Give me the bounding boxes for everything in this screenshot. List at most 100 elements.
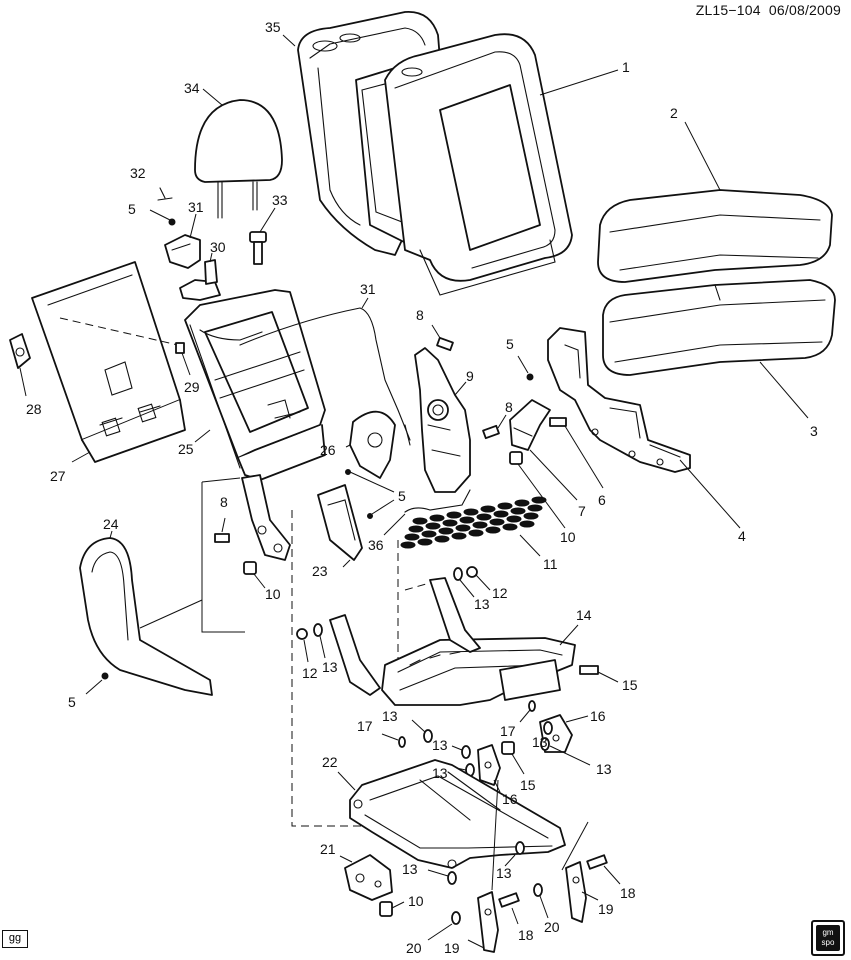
- spring-loop: [434, 535, 450, 543]
- leader-29: [181, 352, 191, 376]
- callout-32: 32: [130, 165, 146, 181]
- washer-13a: [453, 567, 463, 581]
- bolt-12a: [466, 566, 478, 578]
- spring-loop: [510, 507, 526, 515]
- washer-13f: [543, 721, 553, 735]
- logo-line2: spo: [821, 938, 835, 947]
- callout-26: 26: [320, 442, 336, 458]
- logo-line1: gm: [822, 928, 834, 937]
- ref-line-d: [291, 510, 380, 827]
- callout-28: 28: [26, 401, 42, 417]
- leader-10c: [391, 901, 405, 909]
- leader-15b: [511, 753, 525, 775]
- callout-13: 13: [596, 761, 612, 777]
- callout-17: 17: [357, 718, 373, 734]
- leader-13d: [451, 745, 463, 751]
- bolt-12b: [296, 628, 308, 640]
- ref-line-a: [201, 477, 241, 483]
- bolt-10b: [243, 561, 257, 575]
- washer-13c: [423, 729, 433, 743]
- ref-line-c: [139, 599, 203, 629]
- spring-loop: [404, 533, 420, 541]
- leader-17a: [381, 733, 399, 741]
- callout-5: 5: [506, 336, 514, 352]
- base-frame-22: [349, 759, 566, 869]
- callout-2: 2: [670, 105, 678, 121]
- leader-20b: [539, 895, 549, 919]
- leader-16a: [565, 715, 589, 723]
- pin-17a: [398, 736, 406, 748]
- leader-10a: [517, 463, 566, 529]
- leader-21: [339, 855, 353, 863]
- callout-17: 17: [500, 723, 516, 739]
- callout-10: 10: [265, 586, 281, 602]
- callout-24: 24: [103, 516, 119, 532]
- callout-6: 6: [598, 492, 606, 508]
- callout-9: 9: [466, 368, 474, 384]
- callout-33: 33: [272, 192, 288, 208]
- spring-loop: [412, 517, 428, 525]
- leader-5c: [349, 471, 395, 493]
- bolt-10c: [379, 901, 393, 917]
- headrest-34: [194, 99, 283, 219]
- callout-21: 21: [320, 841, 336, 857]
- bracket-19a: [477, 891, 499, 953]
- washer-13g: [540, 737, 550, 751]
- callout-16: 16: [502, 791, 518, 807]
- washer-20a: [451, 911, 461, 925]
- bolt-8c: [214, 517, 230, 543]
- callout-10: 10: [408, 893, 424, 909]
- leader-33: [259, 207, 276, 233]
- diagram-header: ZL15−104 06/08/2009: [696, 2, 841, 18]
- leader-26: [345, 444, 351, 448]
- callout-4: 4: [738, 528, 746, 544]
- leader-12b: [303, 639, 309, 663]
- leader-1: [539, 69, 619, 96]
- leader-5e: [85, 679, 103, 695]
- seat-back-frame-25: [184, 289, 326, 481]
- leader-13i: [504, 854, 516, 867]
- callout-20: 20: [406, 940, 422, 956]
- callout-10: 10: [560, 529, 576, 545]
- spring-loop: [480, 505, 496, 513]
- callout-13: 13: [532, 734, 548, 750]
- corner-tag: gg: [2, 930, 28, 948]
- spring-loop: [408, 525, 424, 533]
- spring-loop: [472, 521, 488, 529]
- leader-6: [564, 425, 604, 489]
- spring-loop: [446, 511, 462, 519]
- callout-13: 13: [382, 708, 398, 724]
- leader-22: [337, 771, 356, 791]
- spring-loop: [527, 504, 543, 512]
- bolt-8b: [482, 414, 507, 440]
- rear-panel-27: [31, 261, 186, 463]
- leader-base-ref: [491, 779, 499, 891]
- dashed-29: [59, 317, 179, 346]
- spring-loop: [417, 538, 433, 546]
- spring-loop: [493, 510, 509, 518]
- callout-22: 22: [322, 754, 338, 770]
- spring-loop: [425, 522, 441, 530]
- spring-loop: [502, 523, 518, 531]
- spring-loop: [438, 527, 454, 535]
- bracket-16b: [477, 744, 501, 786]
- leader-11: [519, 534, 541, 557]
- hinge-bracket-left: [241, 474, 291, 561]
- leader-5b: [517, 355, 529, 374]
- leader-36: [383, 513, 406, 536]
- callout-18: 18: [518, 927, 534, 943]
- callout-13: 13: [322, 659, 338, 675]
- leader-14: [559, 624, 579, 646]
- leader-18b: [603, 865, 621, 885]
- callout-12: 12: [302, 665, 318, 681]
- callout-8: 8: [505, 399, 513, 415]
- spring-loop: [421, 530, 437, 538]
- latch-31: [164, 234, 201, 269]
- spring-loop: [455, 524, 471, 532]
- callout-1: 1: [622, 59, 630, 75]
- spring-loop: [485, 526, 501, 534]
- spring-loop: [459, 516, 475, 524]
- callout-34: 34: [184, 80, 200, 96]
- leader-31b: [361, 297, 369, 309]
- leader-13h: [427, 869, 449, 877]
